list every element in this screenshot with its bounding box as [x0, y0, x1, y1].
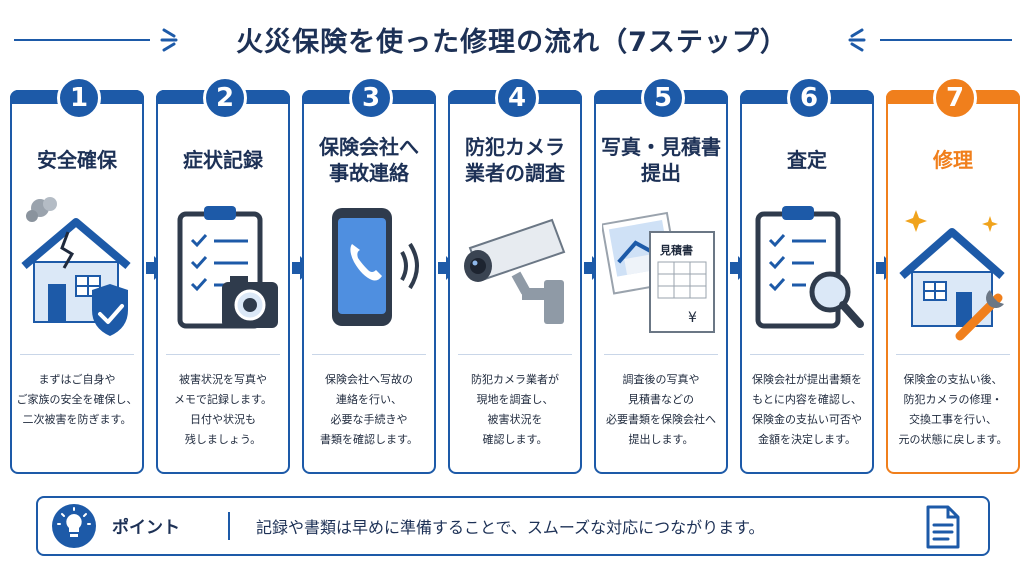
yen-symbol: ¥ [688, 310, 697, 326]
damaged-house-shield-icon [21, 197, 131, 336]
step-number: 4 [495, 76, 539, 120]
smartphone-call-icon [332, 208, 419, 326]
desc-line: 残しましょう。 [184, 433, 262, 446]
step-number: 2 [203, 76, 247, 120]
step-heading-line: 修理 [933, 148, 973, 172]
desc-line: 二次被害を防ぎます。 [22, 413, 132, 426]
point-separator [228, 512, 230, 540]
desc-line: 現地を調査し、 [476, 393, 554, 406]
security-camera-icon [464, 218, 566, 324]
step-number: 3 [349, 76, 393, 120]
step-heading: 防犯カメラ 業者の調査 [450, 130, 580, 190]
page-title: 火災保険を使った修理の流れ（7ステップ） [236, 27, 788, 58]
house-wrench-icon [899, 210, 1005, 341]
card-divider [896, 354, 1010, 355]
desc-line: ご家族の安全を確保し、 [16, 393, 138, 406]
step-heading-line: 業者の調査 [465, 161, 565, 185]
step-heading: 症状記録 [158, 130, 288, 190]
card-divider [312, 354, 426, 355]
step-description: 保険金の支払い後、 防犯カメラの修理・ 交換工事を行い、 元の状態に戻します。 [888, 370, 1018, 450]
desc-line: 交換工事を行い、 [909, 413, 997, 426]
step-description: 防犯カメラ業者が 現地を調査し、 被害状況を 確認します。 [450, 370, 580, 450]
step-number: 5 [641, 76, 685, 120]
desc-line: メモで記録します。 [174, 393, 272, 406]
photo-estimate-icon: 見積書 ¥ [602, 211, 715, 333]
step-heading: 写真・見積書 提出 [596, 130, 726, 190]
step-heading-line: 保険会社へ [319, 135, 419, 159]
step-heading-line: 写真・見積書 [601, 135, 721, 159]
step-number: 7 [933, 76, 977, 120]
step-heading-line: 防犯カメラ [465, 135, 565, 159]
desc-line: 書類を確認します。 [320, 433, 418, 446]
desc-line: 必要な手続きや [330, 413, 408, 426]
clipboard-magnifier-icon [755, 206, 864, 329]
step-card-1: 1 安全確保 まずはご自身や ご家族の安全を確保し、 二次被害を防ぎます。 [10, 76, 144, 474]
step-heading: 安全確保 [12, 130, 142, 190]
document-icon [926, 505, 960, 549]
desc-line: 防犯カメラの修理・ [903, 393, 1003, 406]
estimate-label: 見積書 [659, 243, 693, 257]
point-label: ポイント [112, 518, 180, 538]
desc-line: 見積書などの [628, 393, 694, 406]
title-row: 火災保険を使った修理の流れ（7ステップ） [0, 16, 1024, 60]
step-card-3: 3 保険会社へ 事故連絡 保険会社へ写故の 連絡を行い、 必要な手続きや 書類を… [302, 76, 436, 474]
desc-line: まずはご自身や [38, 373, 116, 386]
step-number: 1 [57, 76, 101, 120]
step-heading: 修理 [888, 130, 1018, 190]
card-divider [604, 354, 718, 355]
step-description: 保険会社へ写故の 連絡を行い、 必要な手続きや 書類を確認します。 [304, 370, 434, 450]
desc-line: 保険会社へ写故の [325, 373, 413, 386]
desc-line: 調査後の写真や [622, 373, 700, 386]
desc-line: 提出します。 [628, 433, 694, 446]
desc-line: 保険金の支払い可否や [752, 413, 862, 426]
desc-line: 元の状態に戻します。 [898, 433, 1008, 446]
desc-line: 防犯カメラ業者が [471, 373, 559, 386]
desc-line: もとに内容を確認し、 [752, 393, 862, 406]
step-description: 調査後の写真や 見積書などの 必要書類を保険会社へ 提出します。 [596, 370, 726, 450]
step-heading: 査定 [742, 130, 872, 190]
title-rule-left [14, 39, 150, 41]
step-card-7: 7 修理 保険金の支払い後、 防犯カメラの修理・ 交換工事を行い、 元の状態に戻… [886, 76, 1020, 474]
sparkle-right-icon [848, 28, 866, 52]
step-card-4: 4 防犯カメラ 業者の調査 防犯カメラ業者が 現地を調査し、 被害状況を 確認し… [448, 76, 582, 474]
desc-line: 確認します。 [482, 433, 548, 446]
step-description: 被害状況を写真や メモで記録します。 日付や状況も 残しましょう。 [158, 370, 288, 450]
step-card-6: 6 査定 保険会社が提出書類を もとに内容を確認し、 保険金の支払い可否や 金額… [740, 76, 874, 474]
card-divider [166, 354, 280, 355]
point-text: 記録や書類は早めに準備することで、スムーズな対応につながります。 [256, 518, 765, 537]
desc-line: 金額を決定します。 [758, 433, 856, 446]
desc-line: 連絡を行い、 [336, 393, 402, 406]
desc-line: 必要書類を保険会社へ [606, 413, 716, 426]
title-rule-right [880, 39, 1012, 41]
step-number: 6 [787, 76, 831, 120]
lightbulb-icon [52, 504, 96, 548]
clipboard-camera-icon [177, 206, 278, 329]
card-divider [20, 354, 134, 355]
step-description: まずはご自身や ご家族の安全を確保し、 二次被害を防ぎます。 [12, 370, 142, 430]
step-card-2: 2 症状記録 被害状況を写真や メモで記録します。 日付や状況も 残しましょう。 [156, 76, 290, 474]
point-callout: ポイント 記録や書類は早めに準備することで、スムーズな対応につながります。 [36, 496, 990, 556]
desc-line: 日付や状況も [190, 413, 256, 426]
step-heading-line: 事故連絡 [329, 161, 409, 185]
step-heading-line: 査定 [787, 148, 827, 172]
desc-line: 被害状況を [487, 413, 543, 426]
step-heading-line: 症状記録 [183, 148, 263, 172]
sparkle-left-icon [160, 28, 178, 52]
card-divider [458, 354, 572, 355]
desc-line: 保険会社が提出書類を [752, 373, 862, 386]
step-heading-line: 提出 [641, 161, 681, 185]
step-description: 保険会社が提出書類を もとに内容を確認し、 保険金の支払い可否や 金額を決定しま… [742, 370, 872, 450]
desc-line: 保険金の支払い後、 [903, 373, 1003, 386]
step-card-5: 5 写真・見積書 提出 見積書 ¥ 調査後の写真や 見積書などの 必要書類を保険… [594, 76, 728, 474]
step-heading-line: 安全確保 [37, 148, 117, 172]
desc-line: 被害状況を写真や [179, 373, 267, 386]
card-divider [750, 354, 864, 355]
step-heading: 保険会社へ 事故連絡 [304, 130, 434, 190]
